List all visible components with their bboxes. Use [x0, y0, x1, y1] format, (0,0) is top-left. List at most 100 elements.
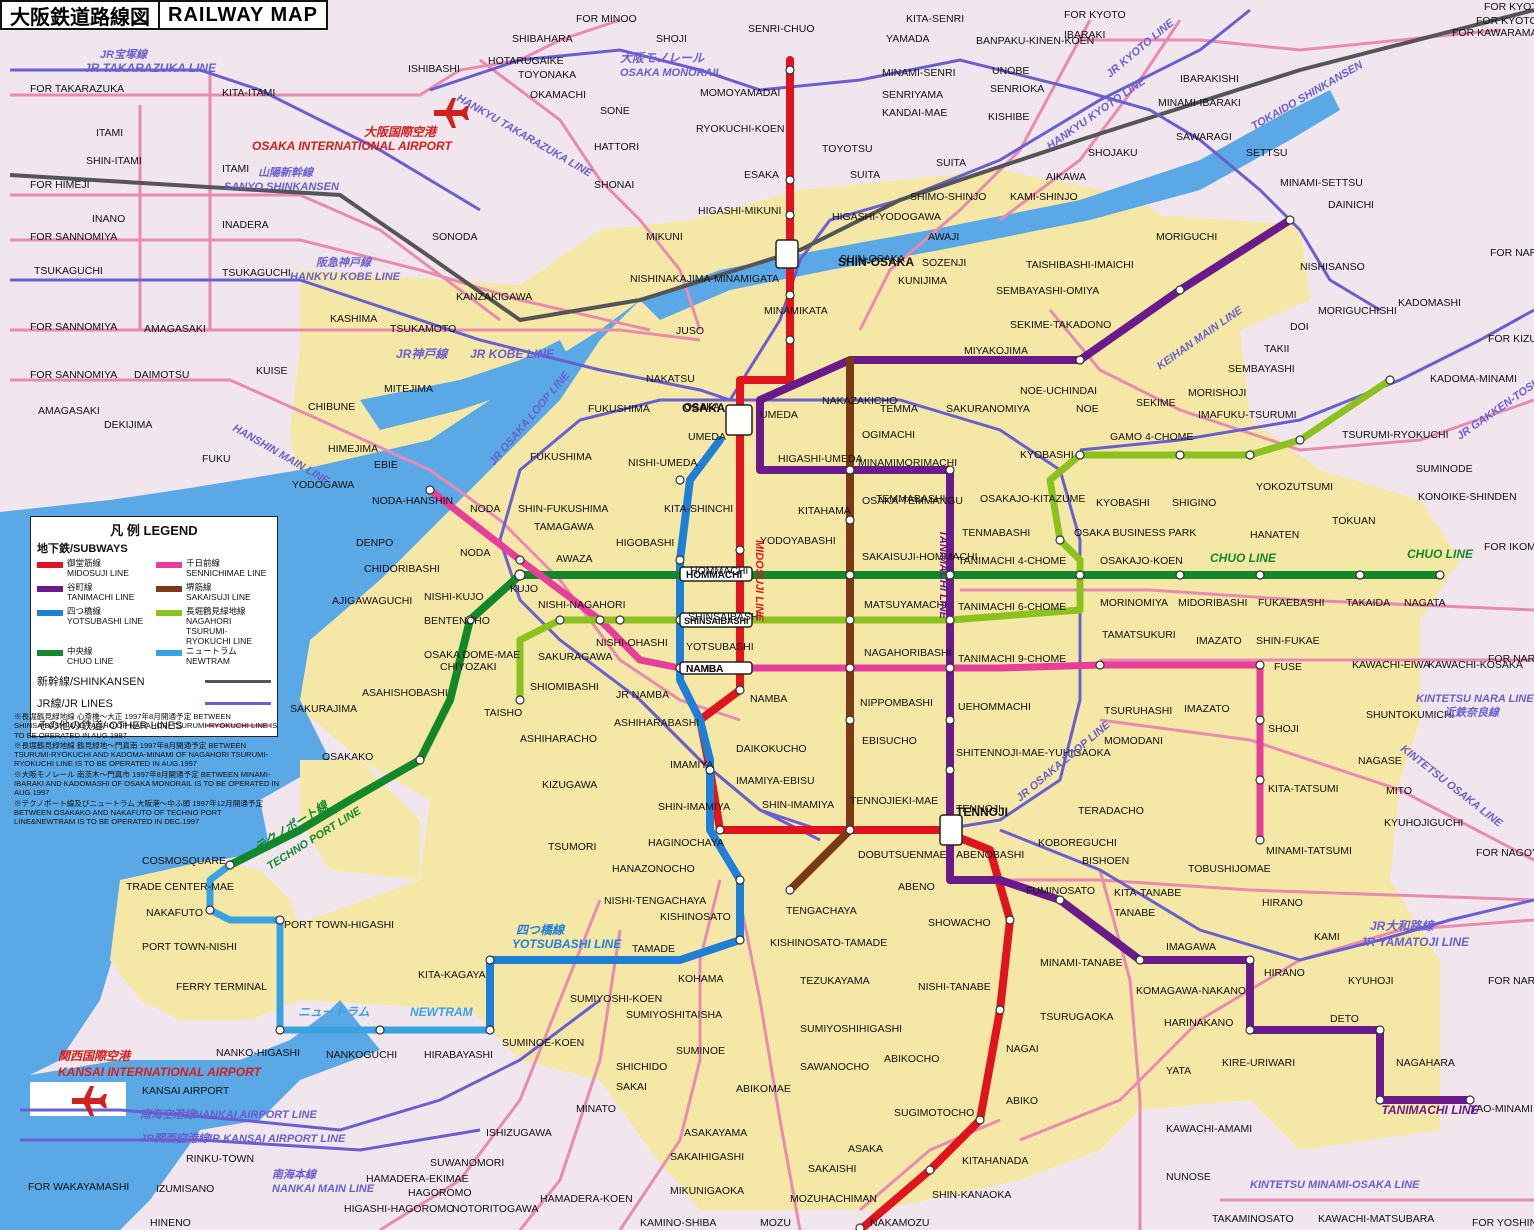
- station-label: FOR NARA: [1490, 247, 1534, 259]
- station-label: OSAKA-TEMMANGU: [862, 495, 963, 507]
- osaka-monorail-label: OSAKA MONORAIL: [620, 67, 723, 79]
- station-label: HIRANO: [1264, 967, 1305, 979]
- station-label: NISHI-OHASHI: [596, 637, 668, 649]
- station-label: FOR HIMEJI: [30, 179, 90, 191]
- station-label: SUMIYOSHI-KOEN: [570, 993, 662, 1005]
- station-label: COSMOSQUARE: [142, 855, 226, 867]
- station-label: SAWARAGI: [1176, 131, 1232, 143]
- station-label: NAGASE: [1358, 755, 1402, 767]
- station-label: AMAGASAKI: [144, 323, 206, 335]
- station-label: SAKAISUJI-HOMMACHI: [862, 551, 978, 563]
- station-label: HANAZONOCHO: [612, 863, 695, 875]
- station-label: JR NAMBA: [616, 689, 669, 701]
- station-label: TSUMORI: [548, 841, 596, 853]
- station-label: KOBOREGUCHI: [1038, 837, 1117, 849]
- station-label: NODA: [460, 547, 490, 559]
- station-label: MIDORIBASHI: [1178, 597, 1247, 609]
- station-label: SUMINODE: [1416, 463, 1473, 475]
- station-label: NODA: [470, 503, 500, 515]
- urban-area: [280, 170, 1460, 1210]
- note-1: ※長堀鶴見緑地線 心斎橋〜大正 1997年8月開通予定 BETWEEN SHIN…: [14, 712, 278, 740]
- station-label: NUNOSE: [1166, 1171, 1211, 1183]
- station-label: YOKOZUTSUMI: [1256, 481, 1333, 493]
- station-label: MORINOMIYA: [1100, 597, 1168, 609]
- station-label: SHIN-IMAMIYA: [658, 801, 730, 813]
- station-label: KUJO: [510, 583, 538, 595]
- station-label: NODA-HANSHIN: [372, 495, 453, 507]
- station-label: AWAZA: [556, 553, 593, 565]
- station-label: NISHINAKAJIMA-MINAMIGATA: [630, 273, 779, 285]
- station-label: TSURUHASHI: [1104, 705, 1172, 717]
- station-label: SEKIME: [1136, 397, 1176, 409]
- legend-other-lines: その他の鉄道/ OTHER LINES: [31, 714, 277, 736]
- station-label: FOR NARA: [1488, 653, 1534, 665]
- station-label: SOZENJI: [922, 257, 966, 269]
- artificial-island: [300, 760, 420, 880]
- station-label: ABENO: [898, 881, 935, 893]
- station-label: FOR KAWARAMACHI: [1452, 27, 1534, 39]
- station-label: TAMADE: [632, 943, 675, 955]
- station-label: TENGACHAYA: [786, 905, 857, 917]
- station-label: KITA-ITAMI: [222, 87, 275, 99]
- station-label: EBIE: [374, 459, 398, 471]
- station-label: SEMBAYASHI: [1228, 363, 1295, 375]
- sanyo-line-label: SANYO SHINKANSEN: [224, 181, 340, 193]
- station-label: FOR YOSHINO: [1472, 1217, 1534, 1229]
- station-label: TAISHIBASHI-IMAICHI: [1026, 259, 1134, 271]
- legend-subways-label: 地下鉄/SUBWAYS: [37, 543, 128, 555]
- station-label: SUITA: [936, 157, 966, 169]
- station-label: FUMINOSATO: [1026, 885, 1095, 897]
- nagahori-line: [516, 376, 1394, 704]
- station-label: FUKUSHIMA: [530, 451, 592, 463]
- station-label: NANKO-HIGASHI: [216, 1047, 300, 1059]
- station-label: TEMMA: [880, 403, 918, 415]
- station-label: ASAKAYAMA: [684, 1127, 747, 1139]
- station-label: KAWACHI-EIWA: [1352, 659, 1430, 671]
- station-label: OSAKA DOME-MAE: [424, 649, 520, 661]
- midosuji-line: [696, 56, 1014, 1230]
- station-label: INADERA: [222, 219, 269, 231]
- osaka-monorail: [429, 48, 1381, 312]
- station-label: DAIKOKUCHO: [736, 743, 807, 755]
- station-label: OKAMACHI: [530, 89, 586, 101]
- station-label: NISHI-TENGACHAYA: [604, 895, 706, 907]
- station-label: OSAKA: [684, 401, 720, 413]
- station-label: KAWACHI-MATSUBARA: [1318, 1213, 1434, 1225]
- station-label: TAISHO: [484, 707, 522, 719]
- station-label: MITO: [1386, 785, 1412, 797]
- station-label: SAKAISHI: [808, 1163, 856, 1175]
- station-label: TOYOTSU: [822, 143, 873, 155]
- station-label: SETTSU: [1246, 147, 1287, 159]
- station-label: TOBUSHIJOMAE: [1188, 863, 1271, 875]
- station-label: FOR TAKARAZUKA: [30, 83, 124, 95]
- station-label: KYOBASHI: [1096, 497, 1150, 509]
- station-label: HIGASHI-HAGOROMO: [344, 1203, 454, 1215]
- station-label: YAMADA: [886, 33, 930, 45]
- station-label: NISHI-UMEDA: [628, 457, 697, 469]
- station-label: UEHOMMACHI: [958, 701, 1031, 713]
- station-label: KYOBASHI: [1020, 449, 1074, 461]
- station-label: KONOIKE-SHINDEN: [1418, 491, 1517, 503]
- sanyo-jp-label: 山陽新幹線: [258, 166, 315, 179]
- station-label: SHIN-ITAMI: [86, 155, 142, 167]
- station-label: PORT TOWN-HIGASHI: [284, 919, 394, 931]
- jr-yamatoji-line-label: JR YAMATOJI LINE: [1360, 935, 1470, 949]
- station-label: TENNOJIEKI-MAE: [850, 795, 938, 807]
- station-label: OSAKA BUSINESS PARK: [1074, 527, 1196, 539]
- station-label: MOZU: [760, 1217, 791, 1229]
- river-2: [360, 340, 570, 430]
- station-label: MORISHOJI: [1188, 387, 1246, 399]
- station-label: MATSUYAMACHI: [864, 599, 947, 611]
- yotsubashi-jp-label: 四つ橋線: [516, 923, 566, 937]
- interchange-markers: [679, 239, 963, 846]
- station-label: TSURUGAOKA: [1040, 1011, 1114, 1023]
- station-label: KUISE: [256, 365, 288, 377]
- station-label: OSAKAJO-KITAZUME: [980, 493, 1085, 505]
- station-label: FOR KYOTO: [1484, 1, 1534, 13]
- station-label: SUMIYOSHIHIGASHI: [800, 1023, 902, 1035]
- station-label: OSAKAKO: [322, 751, 373, 763]
- station-label: KITA-SHINCHI: [664, 503, 733, 515]
